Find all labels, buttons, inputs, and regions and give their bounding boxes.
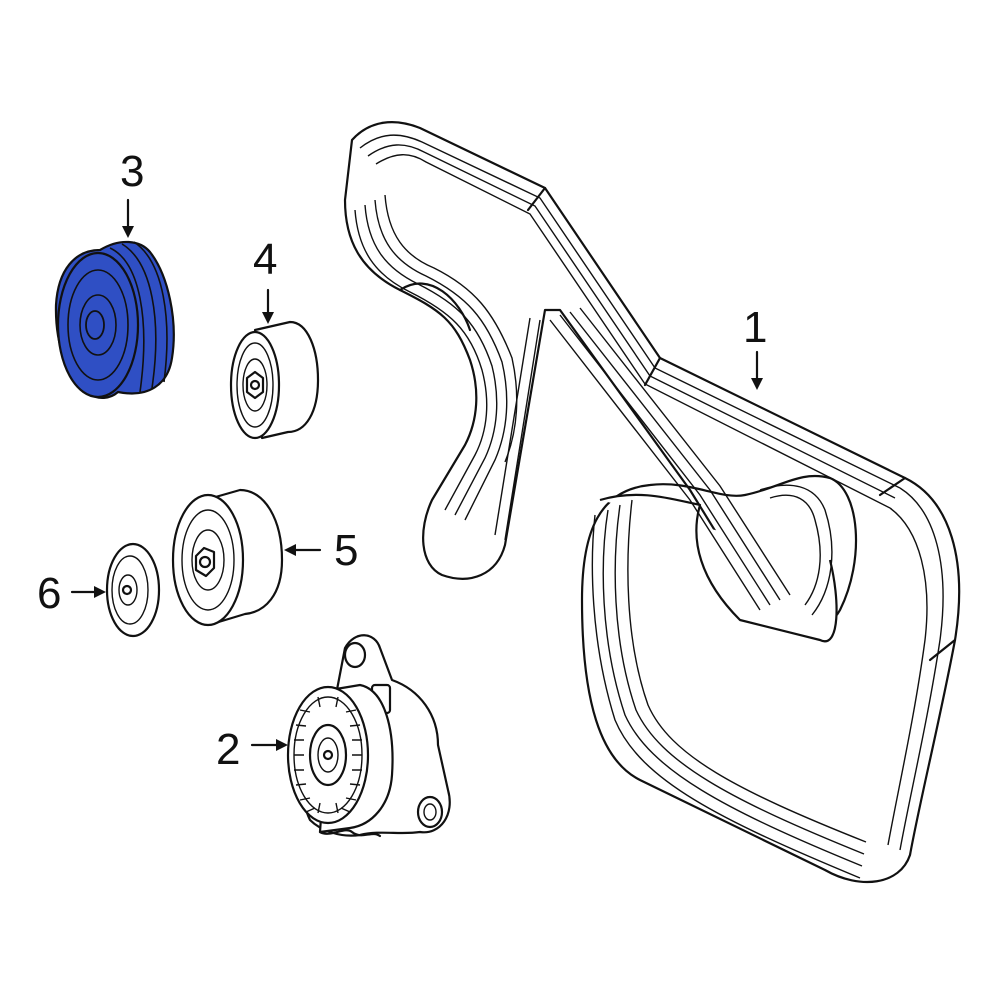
serpentine-belt[interactable] (343, 121, 961, 884)
lower-idler-pulley[interactable] (171, 488, 284, 627)
callout-3: 3 (120, 147, 144, 238)
callout-label-1: 1 (743, 303, 767, 352)
arrowhead-icon (262, 312, 274, 324)
belt-tensioner[interactable] (286, 634, 451, 838)
callout-4: 4 (253, 235, 277, 324)
arrowhead-icon (122, 226, 134, 238)
callout-6: 6 (37, 569, 106, 618)
tensioner-pulley-ribs (293, 696, 363, 814)
arrowhead-icon (276, 739, 288, 751)
arrowhead-icon (284, 544, 296, 556)
arrowhead-icon (751, 378, 763, 390)
grooved-idler-pulley-highlighted[interactable] (54, 240, 175, 399)
upper-idler-pulley[interactable] (229, 320, 320, 440)
callout-label-3: 3 (120, 147, 144, 196)
callout-5: 5 (284, 526, 358, 575)
dust-cap[interactable] (105, 542, 161, 638)
arrowhead-icon (94, 586, 106, 598)
callout-label-2: 2 (216, 725, 240, 774)
callout-label-6: 6 (37, 569, 61, 618)
callout-1: 1 (743, 303, 767, 390)
callout-label-4: 4 (253, 235, 277, 284)
callout-2: 2 (216, 725, 288, 774)
callout-label-5: 5 (334, 526, 358, 575)
